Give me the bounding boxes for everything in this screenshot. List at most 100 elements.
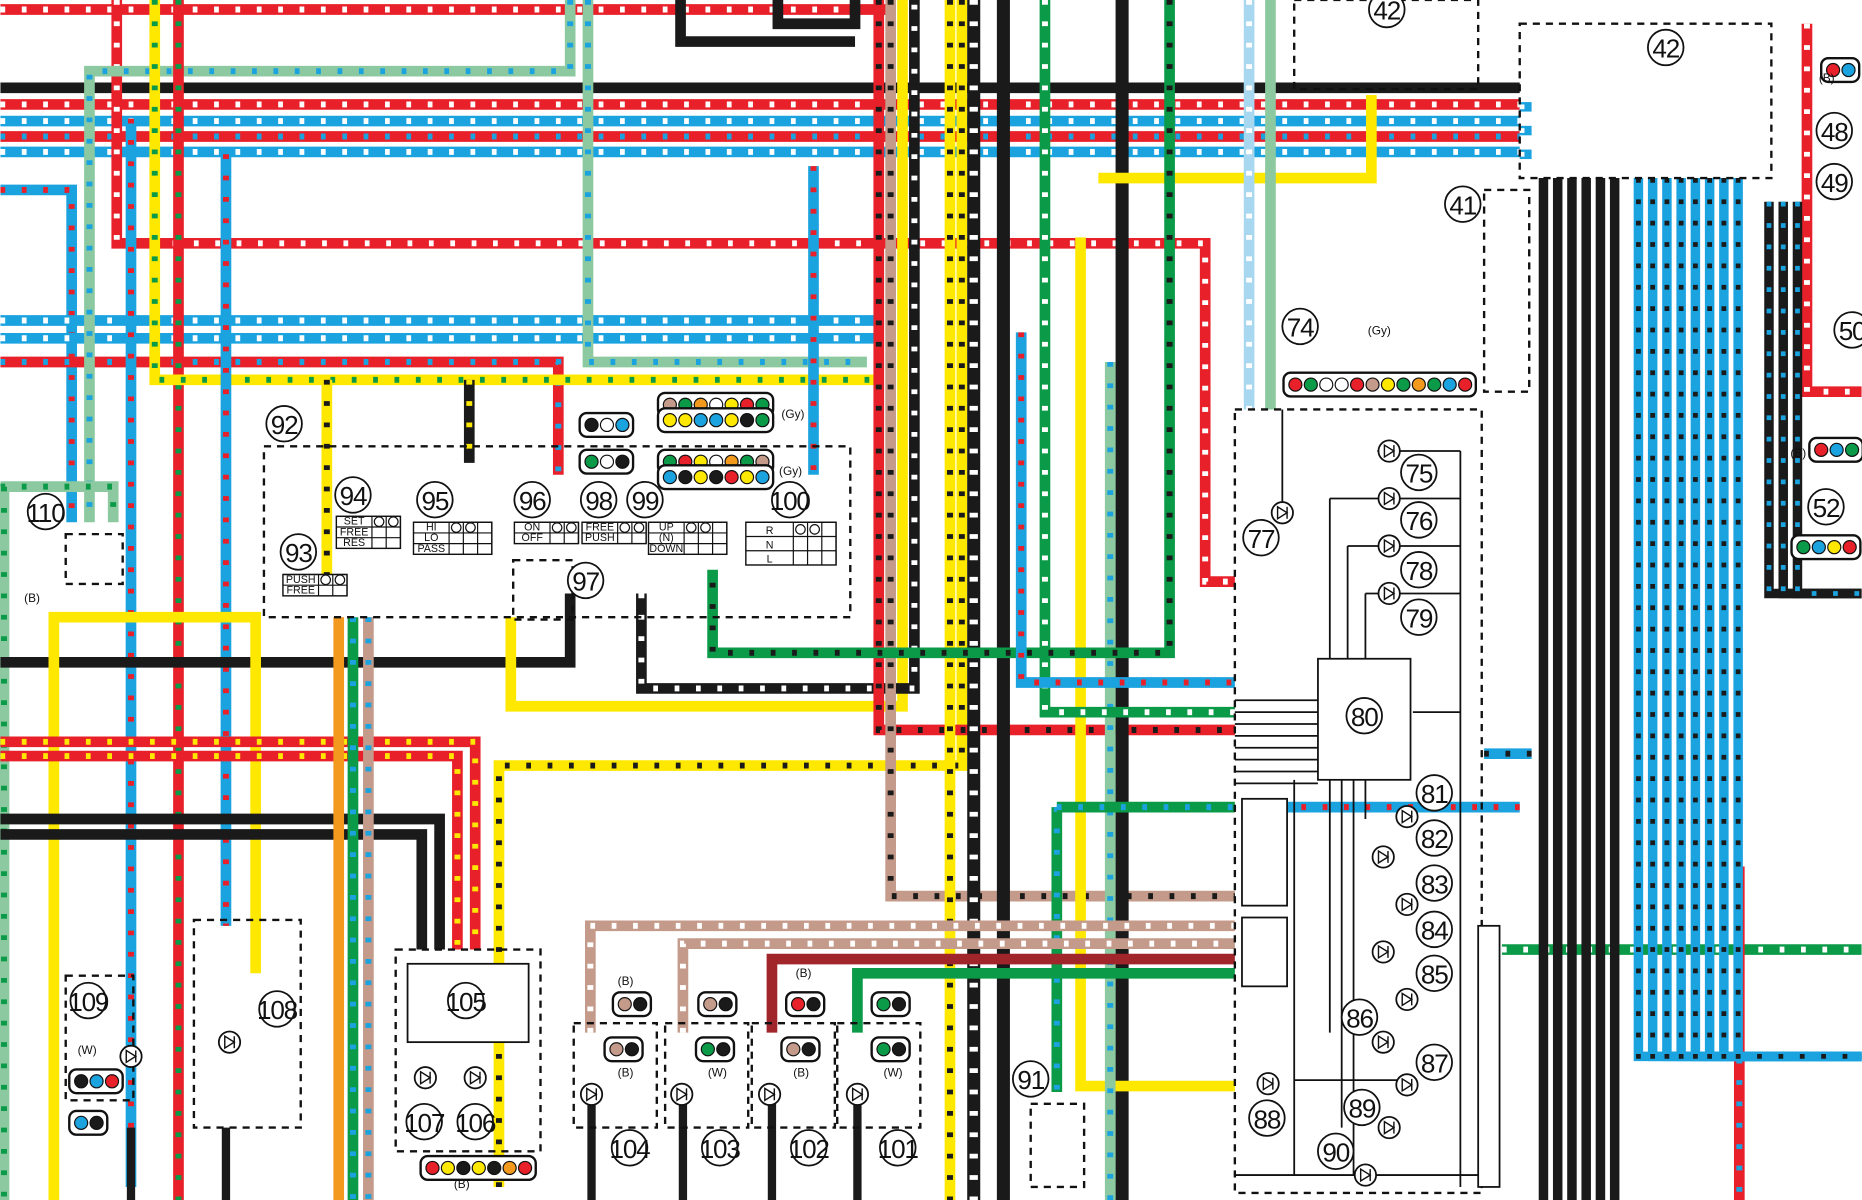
- switch-position-label: L: [767, 554, 773, 566]
- callout-80: 80: [1345, 697, 1383, 735]
- callout-82: 82: [1415, 819, 1453, 857]
- callout-circle: [1340, 998, 1379, 1036]
- led-glyph: [1383, 1120, 1396, 1135]
- callout-circle: [1400, 598, 1438, 636]
- connector-pin: [615, 417, 630, 433]
- led-glyph: [1383, 443, 1396, 459]
- switch-position-label: RES: [343, 537, 365, 549]
- callout-number: 93: [285, 538, 312, 568]
- callout-number: 99: [632, 486, 659, 516]
- led-icon: [463, 1066, 487, 1090]
- contact-dot: [551, 522, 563, 533]
- led-glyph: [469, 1070, 482, 1085]
- meter-box: [1233, 408, 1483, 1195]
- led-glyph: [1401, 1077, 1414, 1093]
- connector-pin: [104, 1074, 120, 1089]
- callout-number: 109: [68, 987, 109, 1017]
- contact-dot: [334, 574, 346, 586]
- callout-number: 102: [789, 1134, 830, 1164]
- connector-pin: [801, 1042, 816, 1057]
- callout-101: 101: [878, 1129, 920, 1167]
- switch-position-label: N: [766, 539, 774, 551]
- callout-76: 76: [1400, 501, 1438, 539]
- wire-stripe: [1636, 178, 1862, 1059]
- callout-77: 77: [1242, 518, 1280, 557]
- callout-102: 102: [789, 1129, 831, 1167]
- led-glyph: [1276, 505, 1289, 520]
- connector-pin: [1319, 377, 1334, 392]
- connector-pin: [876, 997, 891, 1012]
- callout-number: 88: [1254, 1104, 1281, 1134]
- callout-number: 100: [770, 486, 811, 516]
- callout-circle: [1415, 819, 1453, 857]
- connector-pin: [633, 997, 648, 1012]
- callout-number: 79: [1405, 603, 1432, 633]
- contact-dot: [685, 522, 697, 533]
- contact-dot: [700, 522, 711, 533]
- indicator-104-box: [572, 1021, 659, 1129]
- connector-tag-b8: (B): [454, 1177, 470, 1191]
- wire-yellow: [505, 0, 908, 712]
- connector-pin: [617, 997, 632, 1012]
- wire-stripe: [0, 753, 461, 950]
- connector-pin: [1380, 377, 1396, 392]
- switch-position-label: SET: [344, 516, 365, 528]
- callout-number: 94: [340, 481, 367, 511]
- led-icon: [1395, 987, 1419, 1011]
- connector-pin: [693, 470, 708, 485]
- led-glyph: [586, 1087, 598, 1102]
- led-icon: [1371, 845, 1395, 869]
- led-glyph: [851, 1087, 864, 1102]
- switch-table-s100: [745, 521, 837, 566]
- callout-number: 90: [1322, 1138, 1349, 1168]
- connector-tag-b2: (B): [1819, 71, 1835, 85]
- callout-circle: [1012, 1060, 1050, 1098]
- callout-88: 88: [1248, 1099, 1286, 1137]
- wire-stripe: [1707, 178, 1862, 1059]
- contact-dot: [809, 524, 821, 535]
- wire-stripe: [638, 0, 918, 692]
- wire-stripe: [585, 0, 867, 365]
- callout-103: 103: [700, 1129, 742, 1167]
- connector-42-box: [1518, 22, 1773, 180]
- indicator-101-box: [836, 1021, 922, 1129]
- callout-circle: [1415, 910, 1453, 949]
- callout-86: 86: [1340, 998, 1379, 1036]
- contact-dot: [465, 522, 476, 533]
- callout-99: 99: [626, 481, 664, 519]
- wire-stripe: [1018, 332, 1235, 686]
- callout-circle: [26, 492, 65, 531]
- callout-number: 87: [1421, 1049, 1448, 1079]
- callout-number: 49: [1821, 168, 1848, 198]
- callout-circle: [1833, 311, 1862, 349]
- callout-48: 48: [1815, 111, 1853, 150]
- callout-number: 42: [1373, 0, 1400, 26]
- wire-stripe: [1678, 178, 1862, 1059]
- callout-circle: [1400, 551, 1438, 589]
- led-icon: [758, 1082, 782, 1106]
- callout-74: 74: [1281, 307, 1319, 346]
- connector-tag-b5: (B): [618, 1066, 634, 1080]
- connector-pin: [662, 470, 677, 485]
- led-icon: [579, 1082, 604, 1106]
- wire-blue: [1633, 178, 1862, 1062]
- callout-105: 105: [446, 981, 488, 1020]
- callout-number: 81: [1421, 779, 1448, 809]
- switch-position-label: PASS: [417, 543, 445, 555]
- led-glyph: [1401, 992, 1414, 1007]
- callout-number: 41: [1449, 190, 1476, 220]
- connector-pin: [739, 470, 755, 485]
- callout-50: 50: [1833, 311, 1862, 349]
- connector-pin: [89, 1074, 104, 1089]
- connector-pin: [584, 417, 599, 433]
- connector-pin: [1349, 377, 1365, 392]
- led-glyph: [1377, 1034, 1390, 1050]
- wire-stripe: [679, 940, 1235, 1033]
- led-icon: [413, 1066, 437, 1090]
- led-icon: [119, 1044, 143, 1068]
- callout-number: 42: [1652, 34, 1679, 64]
- callout-number: 86: [1346, 1003, 1373, 1033]
- callout-100: 100: [770, 481, 812, 519]
- contact-dot: [566, 522, 577, 533]
- connector-pin: [1844, 442, 1860, 457]
